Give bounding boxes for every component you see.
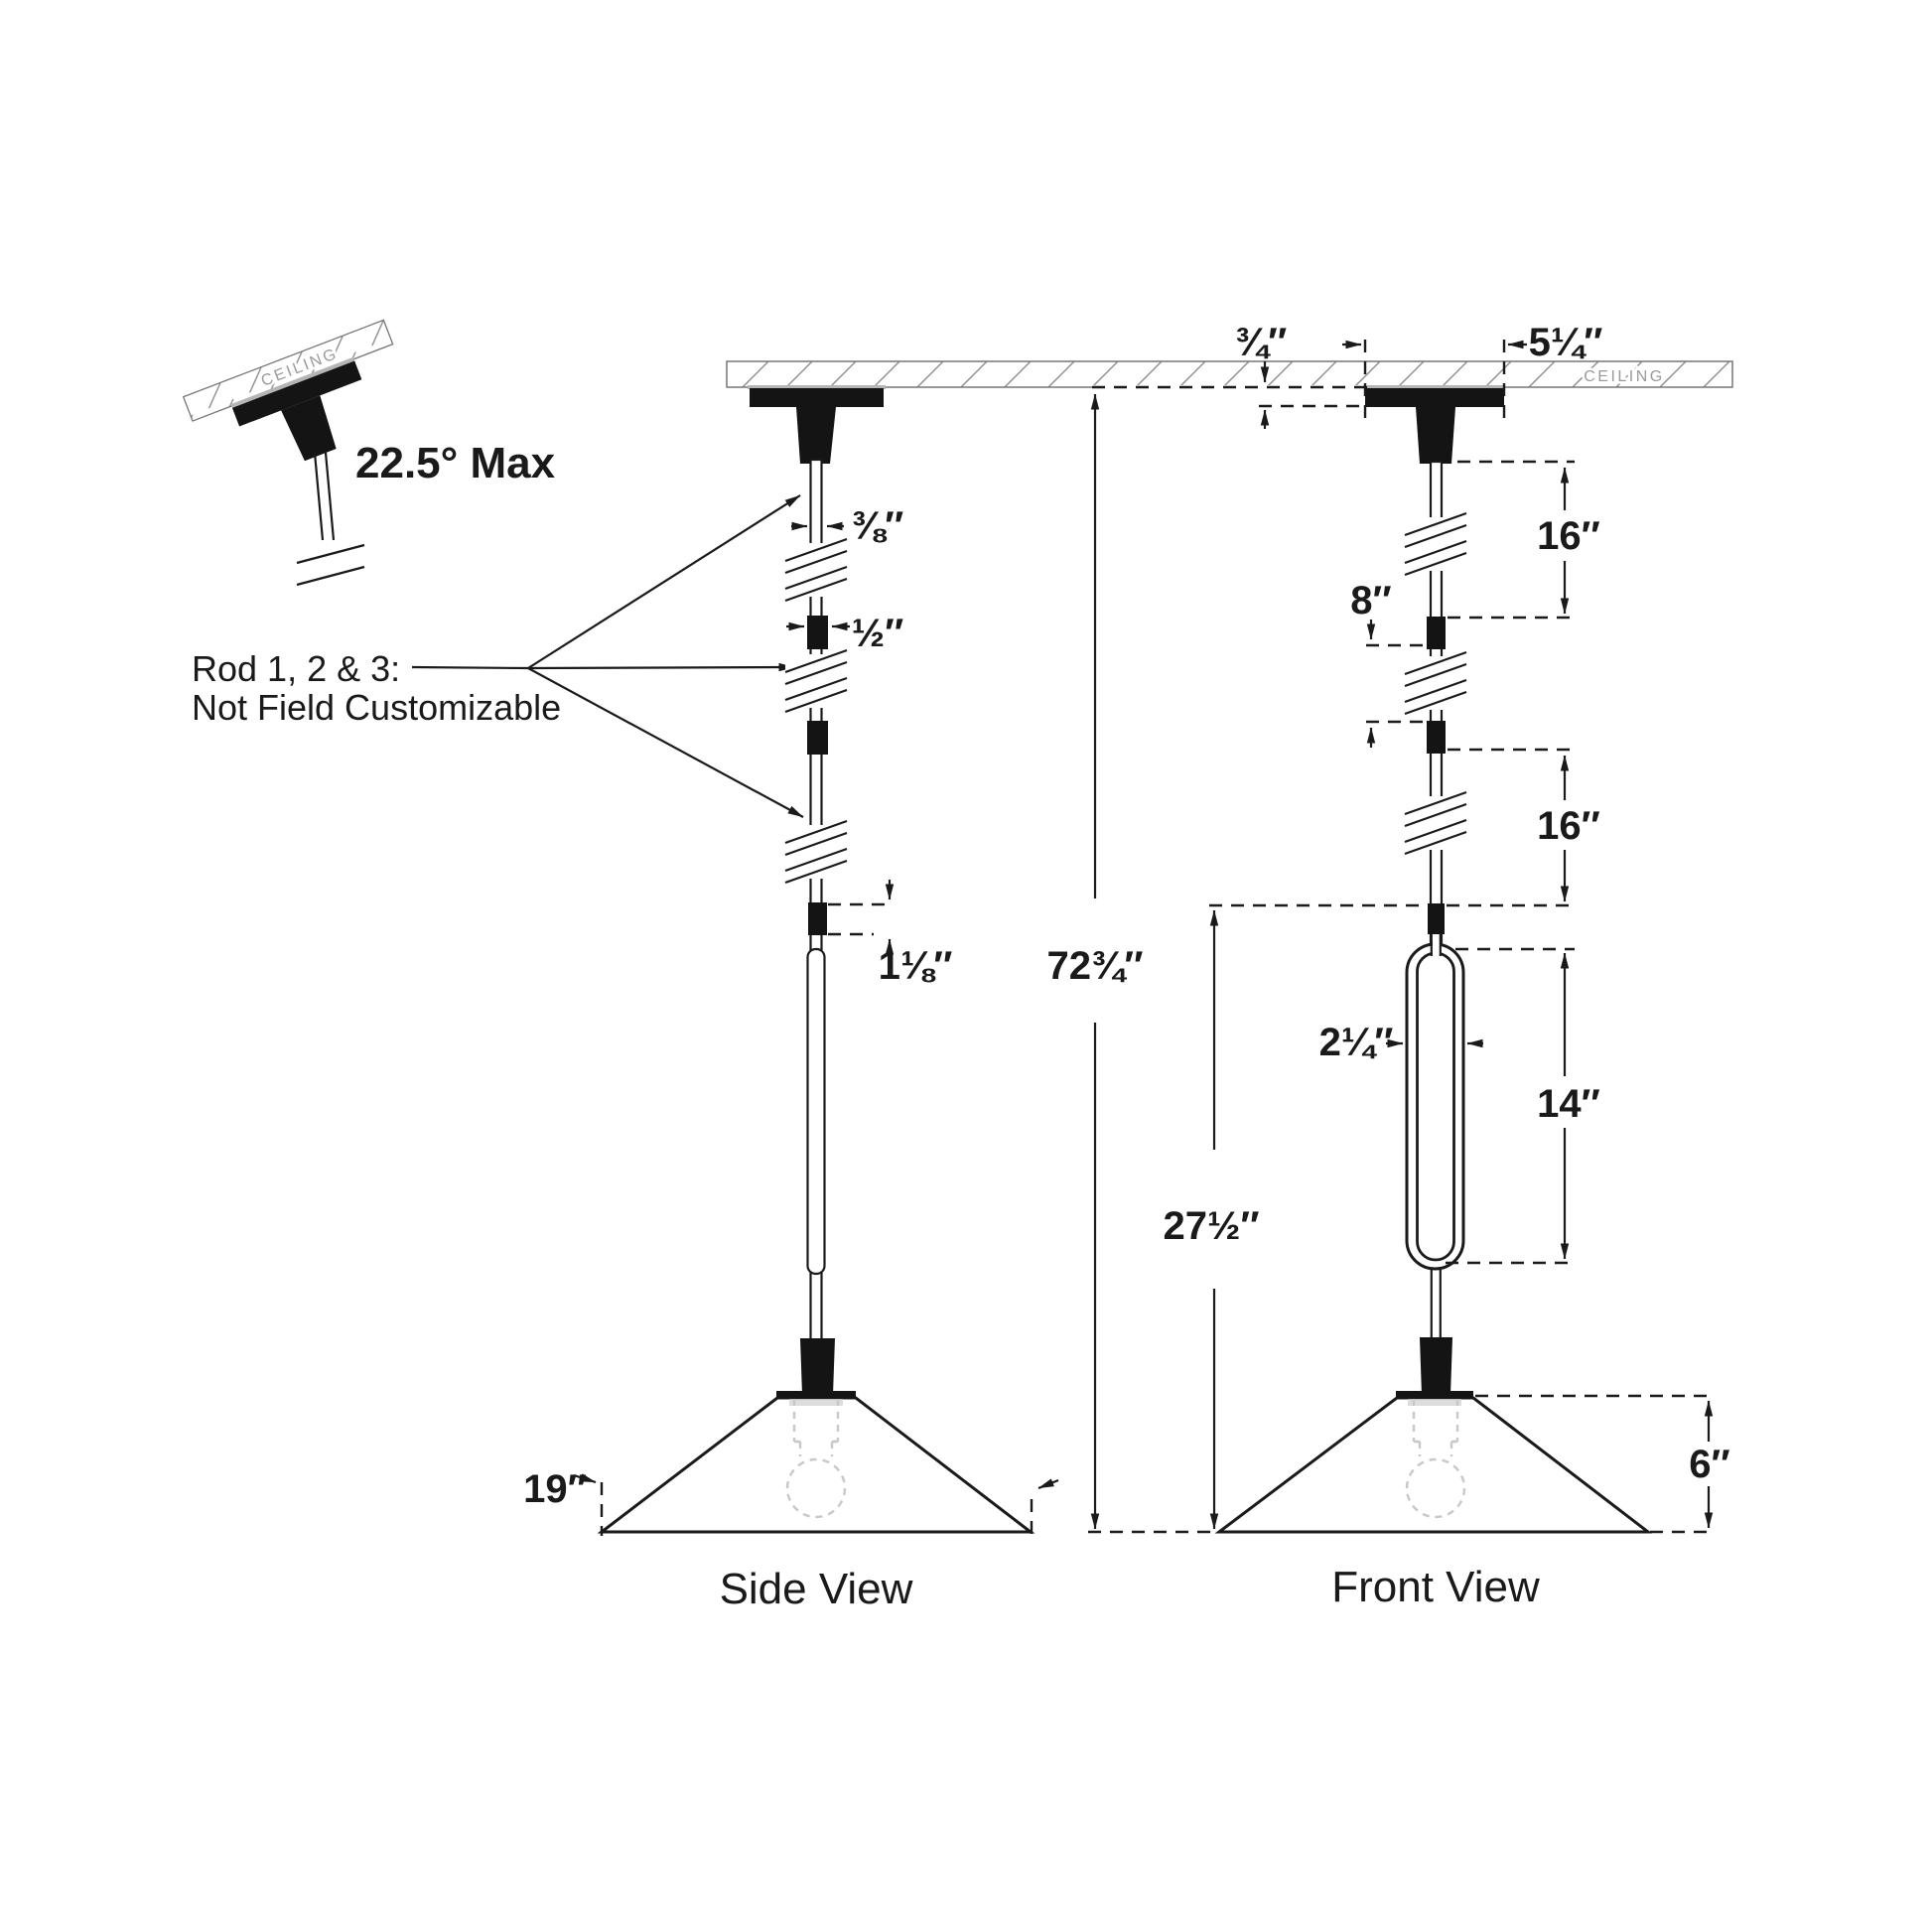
side-dim-coupler-diameter: ½″: [786, 612, 903, 655]
tilted-ceiling-group: CEILING: [182, 319, 394, 462]
svg-text:16″: 16″: [1537, 804, 1600, 848]
front-dim-loop-width: 2¼″: [1319, 1021, 1483, 1064]
front-coupler-2: [1427, 721, 1446, 754]
dim-lower-drop: 27½″: [1163, 909, 1260, 1530]
side-lower-tube: [806, 947, 826, 1276]
side-canopy-plate: [750, 388, 884, 407]
front-view-caption: Front View: [1331, 1563, 1540, 1611]
ceiling-label-front: CEILING: [1584, 368, 1665, 385]
front-dim-canopy-reveal: ¾″: [1235, 321, 1364, 429]
leader-arrow-rod1: [527, 494, 801, 669]
side-rod-break-mid: [784, 648, 848, 714]
side-dim-coupler-length: 1⅛″: [828, 880, 952, 988]
rod-note-line1: Rod 1, 2 & 3:: [192, 648, 400, 689]
front-dim-rod-bottom: 16″: [1209, 748, 1600, 907]
front-coupler-3: [1428, 903, 1445, 934]
svg-text:19″: 19″: [523, 1467, 587, 1511]
svg-text:1⅛″: 1⅛″: [879, 944, 953, 988]
svg-text:6″: 6″: [1689, 1443, 1729, 1486]
side-coupler-3: [808, 902, 827, 935]
dim-overall-height: 72¾″: [1046, 393, 1144, 1530]
svg-text:⅜″: ⅜″: [852, 504, 904, 548]
tilted-canopy-trim: [230, 356, 355, 408]
side-rod-break-bottom: [784, 819, 848, 885]
front-rod-break-top: [1404, 511, 1467, 577]
side-view-caption: Side View: [720, 1565, 913, 1613]
side-rod-break-top: [784, 537, 848, 603]
front-dim-rod-top: 16″: [1448, 460, 1600, 620]
leader-line: [411, 665, 529, 670]
svg-text:72¾″: 72¾″: [1046, 944, 1143, 988]
svg-text:14″: 14″: [1537, 1082, 1600, 1126]
side-shade-shadow: [789, 1399, 843, 1406]
svg-text:½″: ½″: [852, 612, 904, 655]
leader-arrow-rod2: [527, 662, 795, 672]
side-coupler-1: [807, 616, 828, 649]
side-coupler-2: [807, 721, 828, 755]
front-rod-break-mid: [1404, 650, 1467, 716]
svg-text:2¼″: 2¼″: [1319, 1021, 1394, 1064]
front-canopy-trim: [1367, 385, 1504, 389]
tilt-detail: CEILING 22.5° Max: [182, 319, 556, 587]
tilted-rod-break-1: [296, 543, 365, 565]
tilted-canopy-stem: [281, 395, 337, 462]
max-angle-label: 22.5° Max: [355, 439, 556, 487]
front-shade: [1214, 1396, 1653, 1534]
tilted-rod-left: [313, 452, 325, 541]
side-dim-rod-diameter: ⅜″: [791, 504, 903, 548]
front-bulb: [1405, 1399, 1466, 1519]
side-socket: [800, 1338, 835, 1395]
svg-text:8″: 8″: [1350, 579, 1391, 622]
side-shade: [597, 1396, 1035, 1534]
front-view: ¾″ 5¼″ 16″ 8″: [1209, 321, 1730, 1611]
svg-text:27½″: 27½″: [1163, 1204, 1259, 1248]
side-bulb: [785, 1399, 847, 1519]
side-shade-fitter: [776, 1391, 856, 1399]
side-view: ⅜″ ½″ 1⅛″ 19″ Side View: [523, 385, 1059, 1613]
tilted-canopy-plate: [231, 360, 362, 427]
front-rod-break-bottom: [1404, 790, 1467, 856]
front-socket: [1420, 1337, 1452, 1395]
front-shade-shadow: [1408, 1399, 1461, 1406]
tilted-rod-right: [324, 452, 336, 541]
svg-text:5¼″: 5¼″: [1529, 321, 1603, 364]
front-dim-rod-mid: 8″: [1350, 579, 1426, 748]
side-dim-shade-width: 19″: [523, 1467, 1059, 1536]
svg-text:16″: 16″: [1537, 514, 1600, 558]
ceiling-hatch: [726, 360, 1733, 388]
front-coupler-1: [1427, 617, 1446, 649]
front-loop: [1405, 934, 1465, 1339]
front-canopy-plate: [1365, 388, 1504, 407]
front-dim-loop-length: 14″: [1446, 947, 1600, 1265]
ceiling-strip: CEILING: [726, 360, 1733, 389]
rod-note: Rod 1, 2 & 3: Not Field Customizable: [192, 494, 804, 818]
svg-text:¾″: ¾″: [1235, 321, 1288, 364]
leader-arrow-rod3: [527, 667, 804, 818]
tilted-rod-break-2: [296, 565, 365, 587]
front-canopy-stem: [1416, 407, 1455, 464]
side-canopy-trim: [748, 385, 886, 389]
front-dim-canopy-width: 5¼″: [1342, 321, 1602, 423]
front-dim-shade-height: 6″: [1475, 1394, 1730, 1529]
rod-note-line2: Not Field Customizable: [192, 687, 561, 728]
front-shade-fitter: [1396, 1391, 1473, 1399]
side-canopy-stem: [796, 407, 836, 464]
